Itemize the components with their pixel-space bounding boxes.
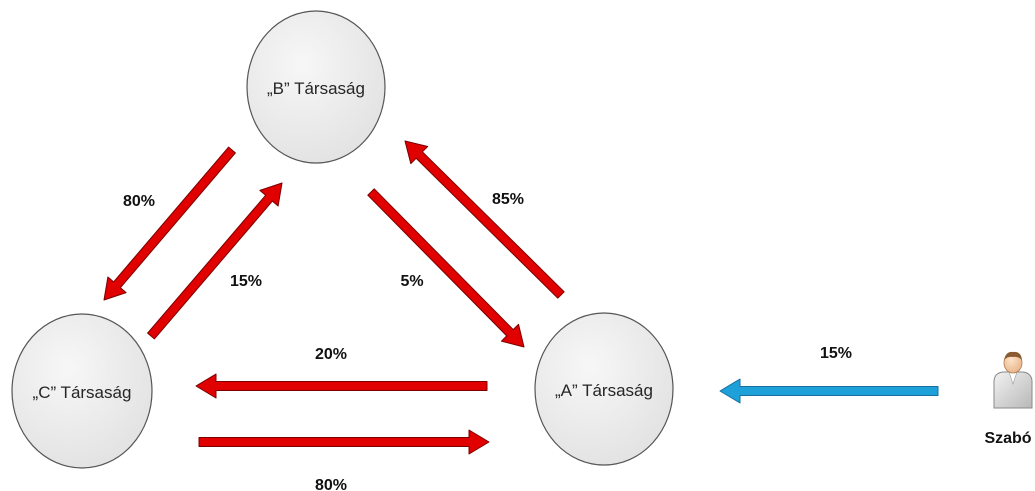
node-c-label: „C” Társaság <box>33 383 132 402</box>
person-label: Szabó <box>984 430 1031 447</box>
arrow-b-to-a <box>367 188 525 348</box>
arrow-a-to-b <box>404 140 565 299</box>
arrow-b-to-c <box>103 146 236 301</box>
node-a: „A” Társaság <box>534 312 674 466</box>
node-b: „B” Társaság <box>246 10 386 164</box>
node-c: „C” Társaság <box>11 313 153 469</box>
arrow-c-to-a <box>198 429 490 455</box>
label-c-to-b: 15% <box>230 273 262 290</box>
arrow-person-to-a <box>719 378 939 404</box>
label-b-to-c: 80% <box>123 193 155 210</box>
arrow-a-to-c <box>195 373 488 399</box>
label-person-to-a: 15% <box>820 345 852 362</box>
node-a-label: „A” Társaság <box>555 381 653 400</box>
label-c-to-a: 80% <box>315 477 347 491</box>
person-icon <box>993 351 1033 409</box>
label-a-to-c: 20% <box>315 346 347 363</box>
label-a-to-b: 85% <box>492 191 524 208</box>
node-b-label: „B” Társaság <box>267 79 365 98</box>
label-b-to-a: 5% <box>400 273 423 290</box>
arrow-c-to-b <box>147 182 283 340</box>
